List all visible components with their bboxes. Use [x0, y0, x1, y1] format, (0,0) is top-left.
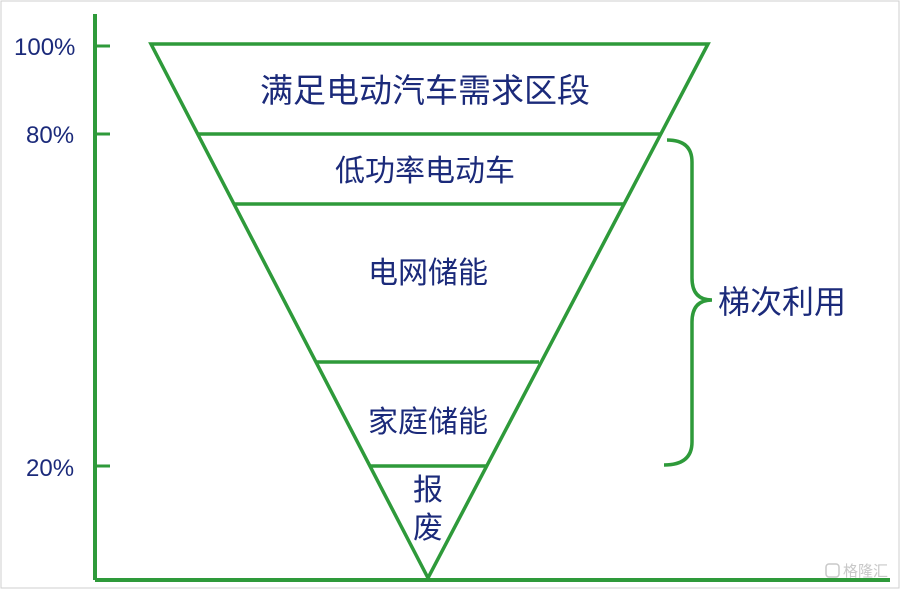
- bracket: [663, 138, 713, 467]
- section-scrap: 报废: [413, 473, 443, 546]
- section-home-storage: 家庭储能: [368, 405, 488, 440]
- bracket-label: 梯次利用: [718, 283, 846, 321]
- section-grid-storage: 电网储能: [368, 256, 488, 291]
- section-ev-demand: 满足电动汽车需求区段: [260, 71, 590, 110]
- funnel-triangle: [148, 42, 711, 582]
- watermark-logo-icon: [825, 563, 840, 578]
- watermark-text: 格隆汇: [843, 562, 888, 580]
- tick-label-80: 80%: [26, 122, 74, 149]
- tick-label-100: 100%: [14, 34, 75, 61]
- section-low-power-ev: 低功率电动车: [335, 154, 515, 189]
- tick-label-20: 20%: [26, 455, 74, 482]
- watermark: 格隆汇: [825, 562, 888, 580]
